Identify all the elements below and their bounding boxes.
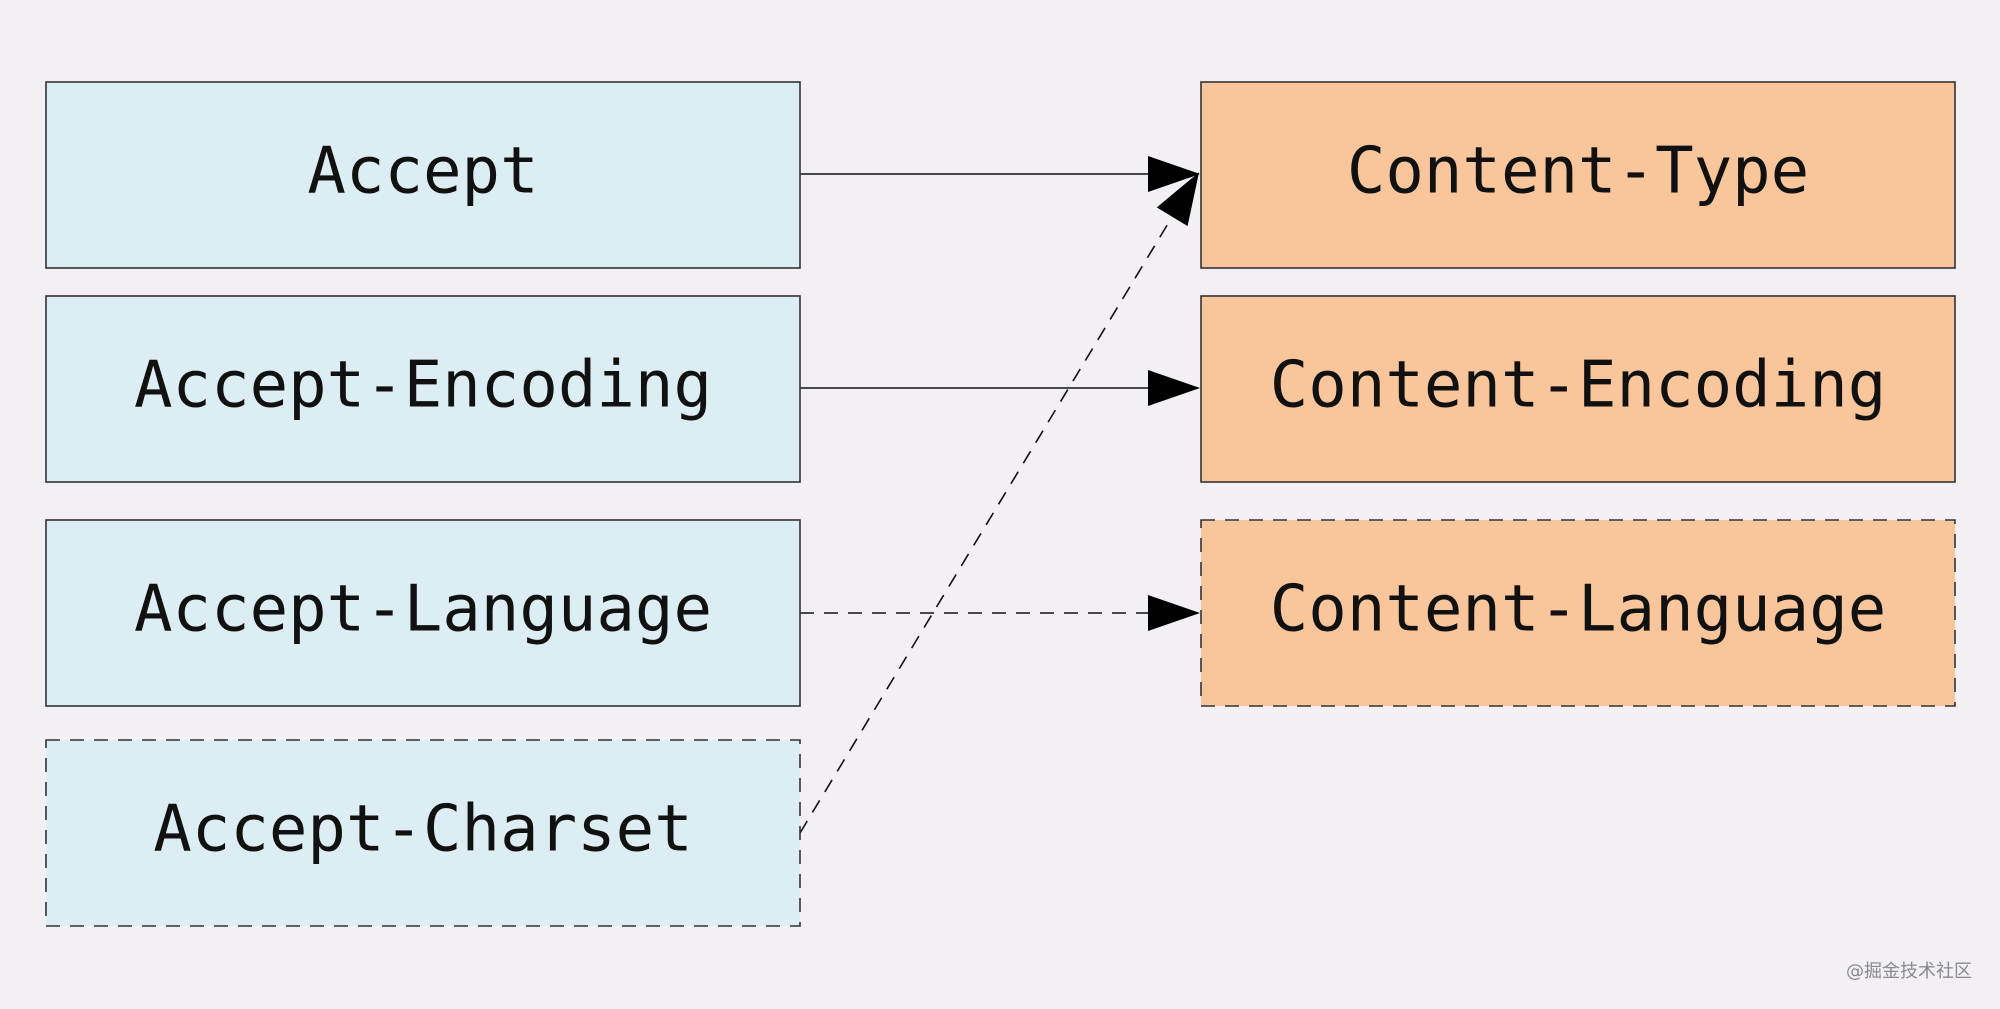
response-header-content-type: Content-Type [1200, 81, 1956, 269]
request-header-box [45, 81, 801, 269]
request-header-label: Accept-Encoding [134, 349, 712, 423]
connector-accept-charset-to-content-type [799, 172, 1200, 834]
response-header-content-encoding: Content-Encoding [1200, 295, 1956, 483]
request-header-box-dashed [45, 739, 801, 927]
request-header-accept-charset: Accept-Charset [45, 739, 801, 927]
request-header-accept-encoding: Accept-Encoding [45, 295, 801, 483]
request-header-label: Accept-Charset [153, 793, 692, 867]
request-header-box [45, 295, 801, 483]
response-header-box [1200, 81, 1956, 269]
connectors [799, 156, 1200, 834]
response-header-box [1200, 295, 1956, 483]
response-header-label: Content-Language [1270, 573, 1887, 647]
request-header-label: Accept-Language [134, 573, 712, 647]
response-header-label: Content-Encoding [1270, 349, 1887, 423]
request-header-label: Accept [307, 135, 538, 209]
response-header-content-language: Content-Language [1200, 519, 1956, 707]
response-header-box-dashed [1200, 519, 1956, 707]
request-header-accept: Accept [45, 81, 801, 269]
request-header-accept-language: Accept-Language [45, 519, 801, 707]
response-header-label: Content-Type [1347, 135, 1809, 209]
request-header-box [45, 519, 801, 707]
watermark: @掘金技术社区 [1846, 961, 1972, 982]
